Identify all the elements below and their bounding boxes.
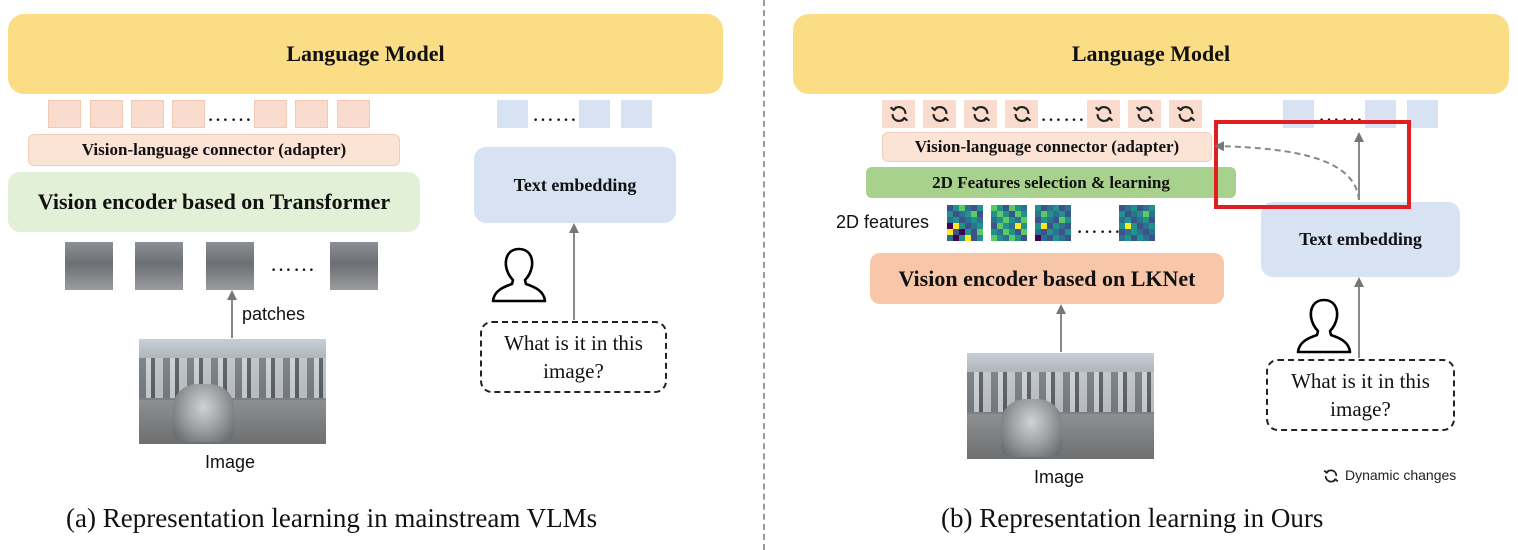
left-caption: (a) Representation learning in mainstrea… <box>66 503 598 533</box>
left-vision-token <box>254 100 287 128</box>
feature-map <box>1035 205 1071 241</box>
feature-map <box>1119 205 1155 241</box>
right-caption: (b) Representation learning in Ours <box>941 503 1324 533</box>
left-vision-token <box>48 100 81 128</box>
left-question-text: What is it in this image? <box>504 331 643 383</box>
left-text-token-ellipsis: …… <box>532 101 578 126</box>
left-input-image <box>139 339 326 444</box>
right-vision-encoder: Vision encoder based on LKNet <box>870 253 1224 304</box>
right-image-label: Image <box>1034 467 1085 487</box>
feature-ellipsis: …… <box>1076 213 1122 238</box>
sync-icon <box>971 106 990 122</box>
left-connector: Vision-language connector (adapter) <box>28 134 400 166</box>
features-selection: 2D Features selection & learning <box>866 167 1236 198</box>
sync-icon <box>1135 106 1154 122</box>
right-dynamic-token <box>964 100 997 128</box>
right-dynamic-token <box>1128 100 1161 128</box>
user-icon <box>1296 298 1352 354</box>
sync-icon <box>1176 106 1195 122</box>
patches-label: patches <box>242 304 306 324</box>
left-vision-token <box>295 100 328 128</box>
highlight-box <box>1214 120 1411 209</box>
right-dynamic-token <box>882 100 915 128</box>
image-patch <box>330 242 378 290</box>
sync-icon <box>1094 106 1113 122</box>
user-icon <box>491 247 547 303</box>
right-text-token <box>1407 100 1438 128</box>
left-vision-token <box>172 100 205 128</box>
image-patch <box>65 242 113 290</box>
left-vision-token <box>131 100 164 128</box>
left-vision-encoder: Vision encoder based on Transformer <box>8 172 420 232</box>
right-dynamic-token <box>1087 100 1120 128</box>
arrow-icon <box>1214 141 1360 201</box>
image-patch <box>135 242 183 290</box>
left-text-token <box>579 100 610 128</box>
sync-icon <box>889 106 908 122</box>
right-text-embedding: Text embedding <box>1261 202 1460 277</box>
left-text-token <box>497 100 528 128</box>
sync-icon <box>930 106 949 122</box>
right-token-ellipsis: …… <box>1040 101 1086 126</box>
right-question-box: What is it in this image? <box>1266 359 1455 431</box>
sync-icon <box>1323 469 1339 483</box>
right-connector: Vision-language connector (adapter) <box>882 132 1212 162</box>
patch-ellipsis: …… <box>270 251 316 276</box>
right-dynamic-token <box>1005 100 1038 128</box>
image-patch <box>206 242 254 290</box>
left-text-embedding: Text embedding <box>474 147 676 223</box>
right-question-text: What is it in this image? <box>1291 369 1430 421</box>
right-dynamic-token <box>1169 100 1202 128</box>
right-language-model: Language Model <box>793 14 1509 94</box>
panel-divider <box>763 0 765 550</box>
right-dynamic-token <box>923 100 956 128</box>
left-question-box: What is it in this image? <box>480 321 667 393</box>
left-vision-token <box>90 100 123 128</box>
left-language-model: Language Model <box>8 14 723 94</box>
features-label: 2D features <box>836 212 930 232</box>
sync-icon <box>1012 106 1031 122</box>
legend-label: Dynamic changes <box>1345 467 1457 483</box>
right-text-token-ellipsis: …… <box>1318 101 1364 126</box>
left-text-token <box>621 100 652 128</box>
left-token-ellipsis: …… <box>207 101 253 126</box>
right-input-image <box>967 353 1154 459</box>
feature-map <box>991 205 1027 241</box>
feature-map <box>947 205 983 241</box>
left-image-label: Image <box>205 452 256 472</box>
left-vision-token <box>337 100 370 128</box>
